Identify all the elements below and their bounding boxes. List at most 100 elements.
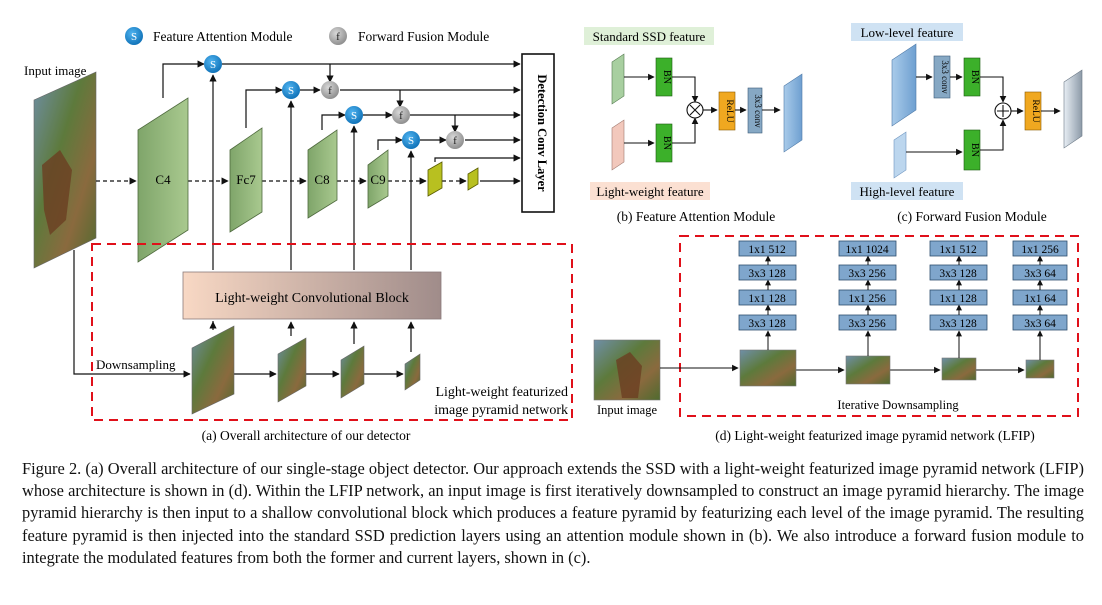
attention-module-2: S (282, 81, 300, 99)
conv-block-label: Light-weight Convolutional Block (215, 291, 409, 306)
low-level-feature-map (891, 43, 917, 127)
panel-a-caption: (a) Overall architecture of our detector (202, 428, 411, 443)
standard-ssd-label: Standard SSD feature (593, 29, 706, 44)
panel-b-caption: (b) Feature Attention Module (617, 209, 776, 224)
legend: S Feature Attention Module f Forward Fus… (125, 27, 489, 45)
panel-d-caption: (d) Light-weight featurized image pyrami… (715, 428, 1034, 443)
lfip-column-4: 3x3 64 1x1 64 3x3 64 1x1 256 (1012, 240, 1068, 360)
svg-text:3x3 128: 3x3 128 (748, 318, 786, 330)
feature-map-c8 (307, 129, 338, 219)
fusion-module-3: f (446, 131, 464, 149)
svg-text:1x1 64: 1x1 64 (1024, 293, 1056, 305)
standard-feature-map (611, 53, 625, 105)
svg-text:3x3 256: 3x3 256 (848, 318, 886, 330)
lfip-detail-dashed-region (679, 235, 1079, 417)
svg-text:3x3 128: 3x3 128 (939, 268, 977, 280)
lfip-image-2 (845, 355, 891, 385)
output-feature-map-b (783, 73, 803, 153)
svg-text:3x3 64: 3x3 64 (1024, 318, 1056, 330)
fusion-module-1: f (321, 81, 339, 99)
svg-text:f: f (453, 135, 457, 147)
architecture-figure: S Feature Attention Module f Forward Fus… (24, 23, 1083, 443)
svg-text:3x3 256: 3x3 256 (848, 268, 886, 280)
svg-text:3x3 64: 3x3 64 (1024, 268, 1056, 280)
lfip-column-1: 3x3 128 1x1 128 3x3 128 1x1 512 (738, 240, 797, 350)
layer-label-c4: C4 (155, 172, 171, 187)
svg-text:1x1 256: 1x1 256 (848, 293, 886, 305)
panel-c: Low-level feature 3x3 conv BN BN ReLU Hi… (851, 23, 1083, 224)
pyramid-image-2 (277, 337, 307, 403)
iterative-downsampling-label: Iterative Downsampling (837, 398, 959, 412)
panel-d: Input image 3x3 128 1x1 128 3x3 128 1x1 … (593, 235, 1079, 443)
svg-text:BN: BN (969, 70, 980, 84)
svg-text:BN: BN (661, 136, 672, 150)
pyramid-image-1 (191, 325, 235, 415)
input-image-label-a: Input image (24, 63, 87, 78)
feature-map-small-2 (467, 167, 479, 191)
standard-ssd-label-bg (584, 27, 714, 45)
light-weight-label-bg (590, 182, 710, 200)
svg-text:1x1 128: 1x1 128 (939, 293, 977, 305)
svg-text:1x1 1024: 1x1 1024 (845, 244, 888, 256)
lfip-dashed-region (91, 243, 573, 421)
svg-text:3x3 128: 3x3 128 (748, 268, 786, 280)
detection-conv-layer-box (521, 53, 555, 213)
svg-text:S: S (408, 135, 414, 147)
svg-text:f: f (399, 110, 403, 122)
pyramid-label-line2: image pyramid network (434, 403, 568, 418)
attention-module-3: S (345, 106, 363, 124)
svg-text:1x1 512: 1x1 512 (939, 244, 977, 256)
svg-text:3x3 conv: 3x3 conv (753, 94, 763, 128)
figure-caption: Figure 2. (a) Overall architecture of ou… (22, 459, 1084, 567)
panel-c-caption: (c) Forward Fusion Module (897, 209, 1047, 224)
input-image-label-d: Input image (597, 403, 658, 417)
high-level-feature-map (893, 131, 907, 179)
light-feature-map (611, 119, 625, 171)
relu-block-b (718, 91, 736, 131)
svg-text:1x1 128: 1x1 128 (748, 293, 786, 305)
layer-label-fc7: Fc7 (236, 172, 256, 187)
legend-f-symbol: f (336, 31, 340, 43)
fusion-symbol-icon (329, 27, 347, 45)
layer-label-c9: C9 (370, 172, 385, 187)
lfip-column-3: 3x3 128 1x1 128 3x3 128 1x1 512 (929, 240, 988, 358)
svg-text:S: S (210, 59, 216, 71)
lfip-image-3 (941, 357, 977, 381)
attention-symbol-icon (125, 27, 143, 45)
svg-text:BN: BN (661, 70, 672, 84)
pyramid-image-3 (340, 345, 365, 399)
panel-b: Standard SSD feature BN BN ReLU 3x3 conv… (584, 27, 803, 224)
svg-text:3x3 128: 3x3 128 (939, 318, 977, 330)
svg-text:ReLU: ReLU (724, 99, 734, 122)
svg-text:1x1 256: 1x1 256 (1021, 244, 1059, 256)
panel-a: Input image C4 Fc7 C8 C9 Detection Conv … (24, 53, 573, 443)
lfip-image-1 (739, 349, 797, 387)
downsampling-label: Downsampling (96, 357, 176, 372)
high-level-label-bg (851, 182, 963, 200)
detection-layer-label: Detection Conv Layer (535, 74, 549, 192)
attention-module-4: S (402, 131, 420, 149)
svg-text:S: S (351, 110, 357, 122)
pyramid-image-4 (404, 353, 421, 391)
high-level-label: High-level feature (860, 184, 955, 199)
low-level-label: Low-level feature (861, 25, 954, 40)
legend-s-symbol: S (131, 31, 137, 43)
svg-text:f: f (328, 85, 332, 97)
feature-map-c4 (137, 97, 189, 263)
svg-text:S: S (288, 85, 294, 97)
svg-text:BN: BN (969, 143, 980, 157)
attention-module-1: S (204, 55, 222, 73)
fusion-module-2: f (392, 106, 410, 124)
output-feature-map-c (1063, 69, 1083, 149)
feature-map-small-1 (427, 161, 443, 197)
light-weight-conv-block (182, 271, 442, 320)
light-weight-label: Light-weight feature (596, 184, 703, 199)
low-level-label-bg (851, 23, 963, 41)
legend-s-label: Feature Attention Module (153, 29, 292, 44)
svg-text:1x1 512: 1x1 512 (748, 244, 786, 256)
lfip-image-4 (1025, 359, 1055, 379)
feature-map-fc7 (229, 127, 263, 233)
svg-text:ReLU: ReLU (1030, 99, 1040, 122)
svg-text:3x3 conv: 3x3 conv (940, 60, 950, 94)
lfip-column-2: 3x3 256 1x1 256 3x3 256 1x1 1024 (838, 240, 897, 356)
